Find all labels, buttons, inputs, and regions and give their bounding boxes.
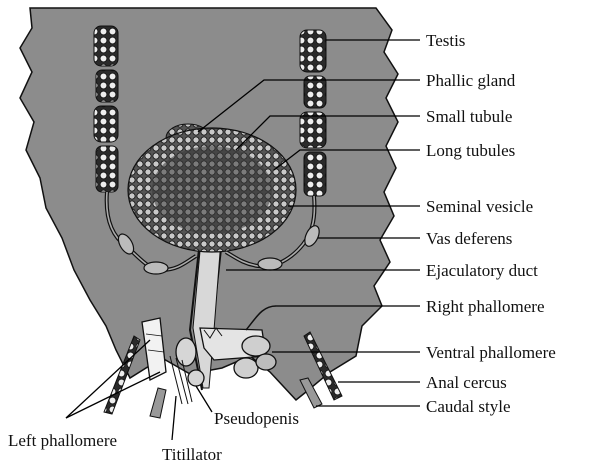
label-testis: Testis: [426, 31, 465, 50]
label-anal-cercus: Anal cercus: [426, 373, 507, 392]
label-ejaculatory-duct: Ejaculatory duct: [426, 261, 538, 280]
label-right-phallomere: Right phallomere: [426, 297, 545, 316]
label-titillator: Titillator: [162, 445, 222, 464]
label-pseudopenis: Pseudopenis: [214, 409, 299, 428]
label-phallic-gland: Phallic gland: [426, 71, 516, 90]
label-left-phallomere: Left phallomere: [8, 431, 117, 450]
label-long-tubules: Long tubules: [426, 141, 515, 160]
label-seminal-vesicle: Seminal vesicle: [426, 197, 533, 216]
label-small-tubule: Small tubule: [426, 107, 512, 126]
label-caudal-style: Caudal style: [426, 397, 511, 416]
label-ventral-phallomere: Ventral phallomere: [426, 343, 556, 362]
label-vas-deferens: Vas deferens: [426, 229, 512, 248]
